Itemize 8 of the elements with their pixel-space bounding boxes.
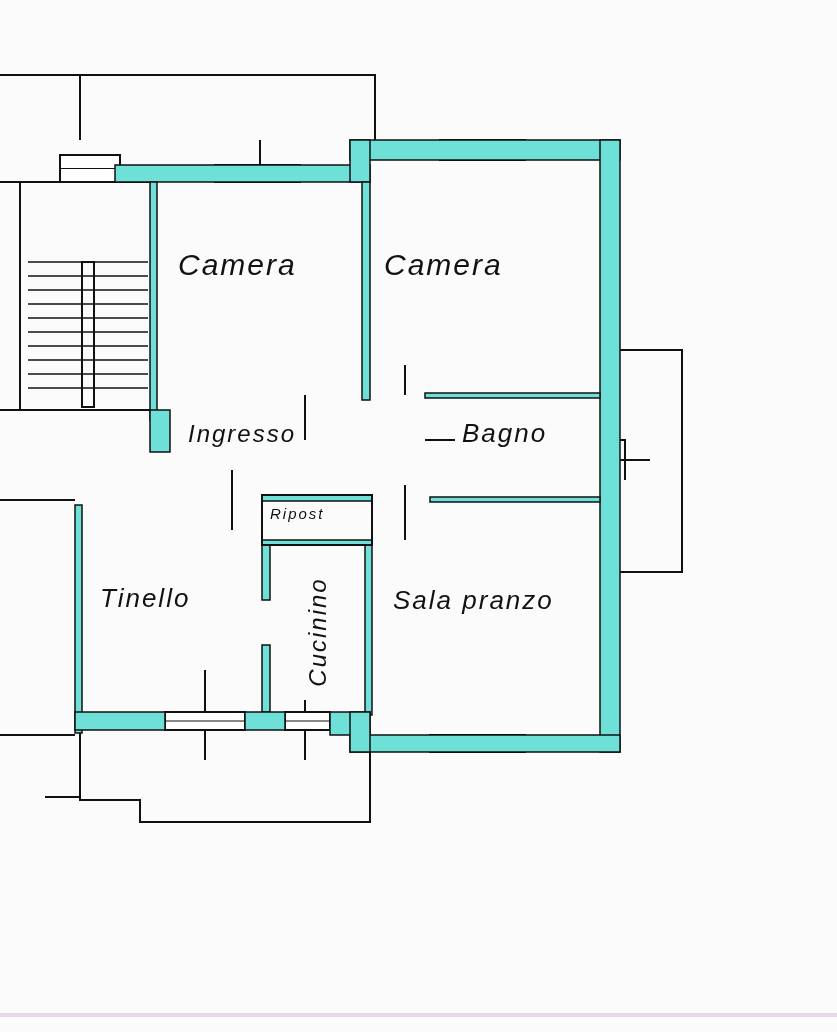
- room-label: Ripost: [270, 506, 325, 521]
- room-label: Cucinino: [305, 577, 330, 687]
- room-label: Bagno: [462, 420, 548, 446]
- room-label: Ingresso: [188, 422, 297, 446]
- room-label: Camera: [178, 250, 297, 280]
- room-label: Tinello: [100, 585, 191, 611]
- room-label: Camera: [384, 250, 503, 280]
- room-label: Sala pranzo: [393, 587, 554, 613]
